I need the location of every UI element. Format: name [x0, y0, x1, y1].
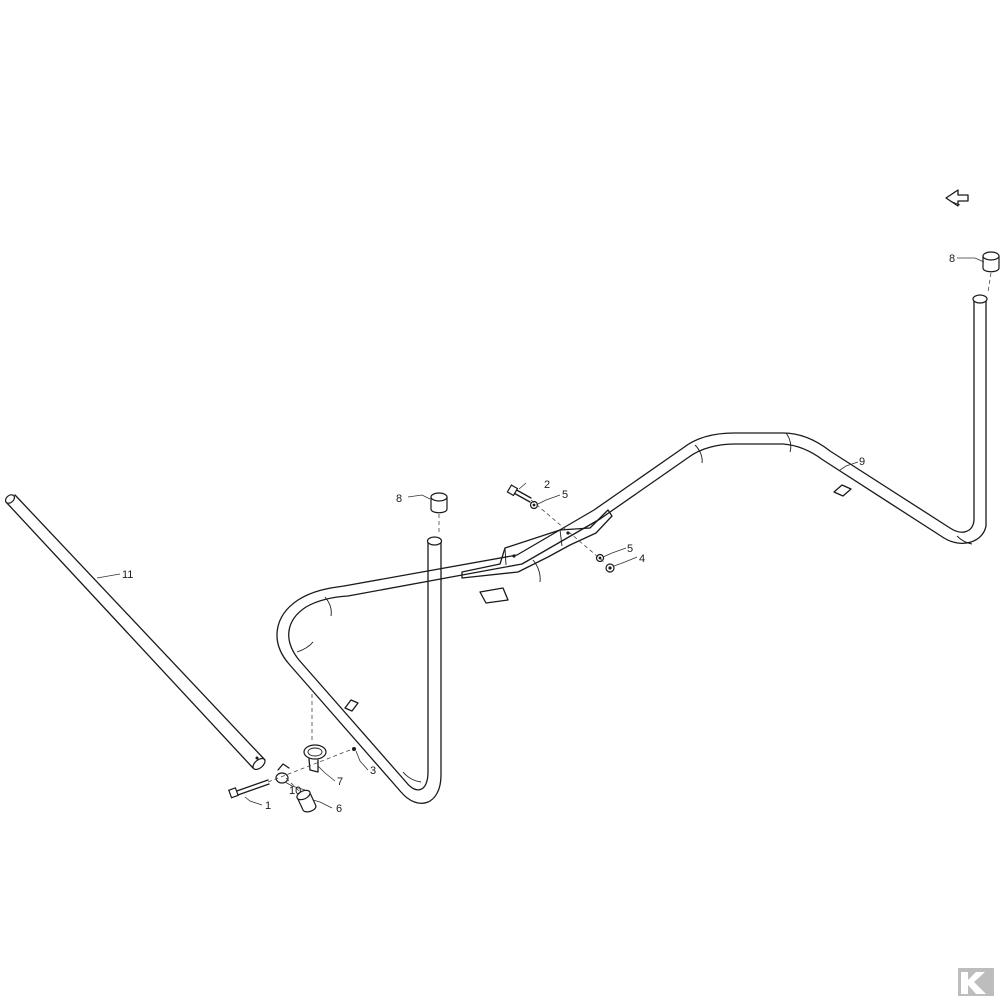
callout-4: 4 [639, 553, 645, 565]
callout-9: 9 [859, 456, 865, 468]
pin-part-3 [352, 747, 356, 751]
assembly-lines [267, 272, 992, 793]
callout-8-right: 8 [949, 253, 955, 265]
callouts: 11 8 8 2 5 5 4 9 3 7 10 6 1 [122, 253, 955, 815]
view-direction-arrow-icon [945, 189, 969, 207]
locknut-part-4 [605, 563, 615, 573]
cap-part-8-right [982, 251, 1000, 273]
callout-1: 1 [265, 800, 271, 812]
clip-part-10 [275, 763, 290, 784]
callout-3: 3 [370, 765, 376, 777]
leader-lines [96, 257, 985, 809]
cap-part-8-left [430, 492, 448, 514]
k-logo-icon [958, 968, 994, 996]
callout-6: 6 [336, 803, 342, 815]
callout-2: 2 [544, 479, 550, 491]
callout-8-left: 8 [396, 493, 402, 505]
bar-part-11 [4, 494, 266, 771]
callout-7: 7 [337, 776, 343, 788]
callout-11: 11 [122, 569, 133, 581]
clamp-part-7 [303, 744, 327, 773]
frame-tube-part-9 [276, 294, 988, 804]
mounting-bracket [461, 509, 613, 604]
plug-part-6 [296, 789, 317, 813]
bolt-part-2 [506, 484, 532, 503]
bolt-part-1 [228, 779, 270, 799]
callout-5-lower: 5 [627, 543, 633, 555]
callout-5-upper: 5 [562, 489, 568, 501]
callout-10: 10 [289, 785, 301, 797]
